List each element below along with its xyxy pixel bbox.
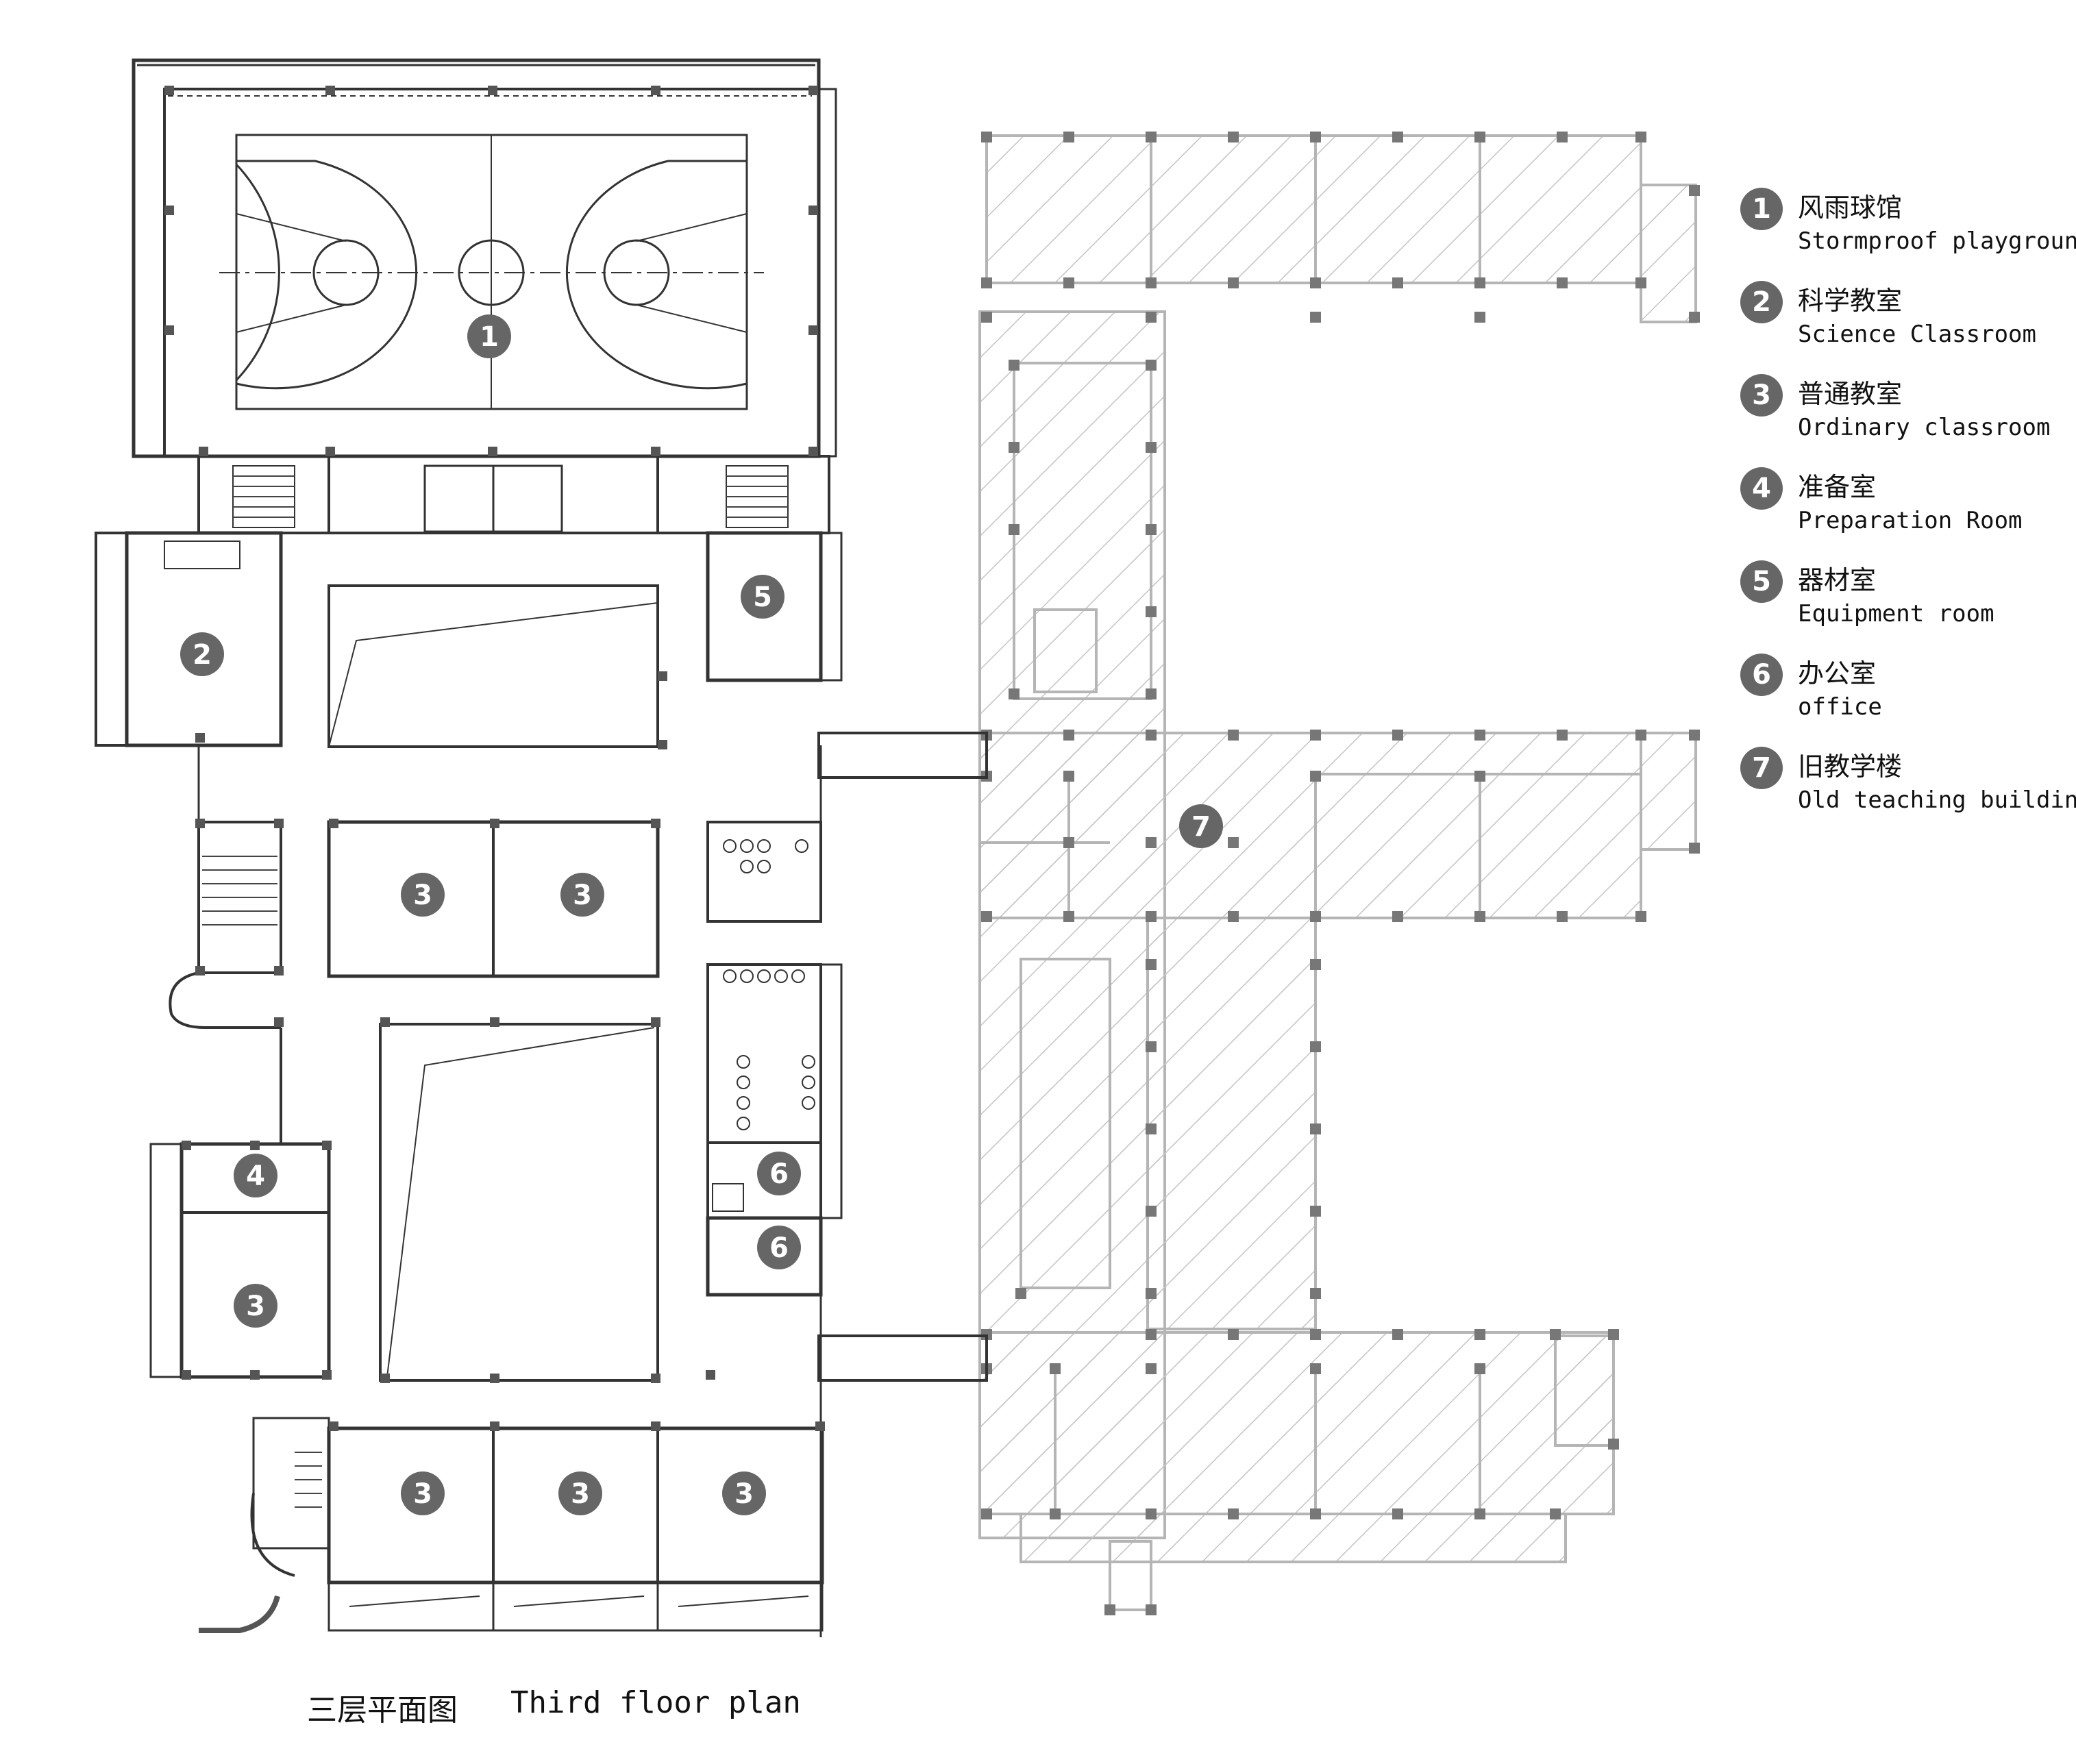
legend-item-5: 5 器材室 Equipment room	[1740, 558, 2069, 651]
svg-text:3: 3	[413, 1478, 432, 1510]
legend-label-en: Equipment room	[1798, 600, 1994, 628]
marker-preparation: 4	[234, 1154, 277, 1197]
marker-classroom-f: 3	[722, 1471, 766, 1515]
marker-science: 2	[180, 632, 224, 676]
legend-label-en: Stormproof playground	[1798, 227, 2076, 255]
legend-label-en: Preparation Room	[1798, 507, 2023, 534]
legend-label-zh: 普通教室	[1798, 379, 1903, 409]
legend-number: 1	[1740, 188, 1783, 230]
marker-office-b: 6	[757, 1226, 801, 1269]
legend-number: 4	[1740, 467, 1783, 510]
legend-label-en: office	[1798, 693, 1882, 721]
marker-playground: 1	[467, 314, 511, 358]
legend-label-zh: 风雨球馆	[1798, 192, 1903, 223]
svg-text:3: 3	[734, 1478, 754, 1510]
legend-item-1: 1 风雨球馆 Stormproof playground	[1740, 185, 2076, 278]
marker-classroom-b: 3	[560, 873, 604, 917]
old-teaching-building	[978, 132, 1700, 1615]
legend-number: 6	[1740, 654, 1783, 696]
legend-label-zh: 科学教室	[1798, 286, 1903, 316]
legend-label-zh: 器材室	[1798, 565, 1877, 595]
legend-item-2: 2 科学教室 Science Classroom	[1740, 278, 2069, 371]
legend-label-en: Science Classroom	[1798, 321, 2036, 348]
svg-text:3: 3	[571, 1478, 590, 1510]
legend-item-3: 3 普通教室 Ordinary classroom	[1740, 371, 2069, 464]
new-building	[95, 58, 988, 1637]
legend-label-zh: 旧教学楼	[1798, 751, 1903, 782]
svg-text:4: 4	[246, 1160, 265, 1192]
legend-label-en: Old teaching building	[1798, 786, 2076, 814]
legend-item-6: 6 办公室 office	[1740, 651, 2069, 744]
legend-label-zh: 办公室	[1798, 658, 1877, 688]
svg-text:5: 5	[753, 582, 772, 613]
svg-text:1: 1	[480, 321, 499, 353]
legend-label-zh: 准备室	[1798, 472, 1877, 502]
marker-classroom-e: 3	[558, 1471, 602, 1515]
marker-old-building: 7	[1179, 804, 1223, 848]
legend-number: 5	[1740, 560, 1783, 603]
svg-text:7: 7	[1191, 811, 1211, 843]
legend-item-7: 7 旧教学楼 Old teaching building	[1740, 744, 2076, 837]
svg-text:3: 3	[413, 880, 432, 911]
room-markers: 1 2 5 3 3 4 3 6	[180, 314, 1223, 1515]
svg-text:3: 3	[573, 880, 592, 911]
marker-classroom-d: 3	[401, 1471, 445, 1515]
marker-classroom-c: 3	[234, 1284, 277, 1328]
legend-label-en: Ordinary classroom	[1798, 414, 2051, 441]
legend-number: 7	[1740, 747, 1783, 789]
marker-equipment: 5	[741, 575, 784, 619]
marker-office-a: 6	[757, 1152, 801, 1195]
svg-text:2: 2	[193, 639, 212, 671]
columns	[164, 86, 825, 1431]
svg-text:3: 3	[246, 1291, 265, 1322]
stair-treads	[202, 475, 788, 1508]
legend-item-4: 4 准备室 Preparation Room	[1740, 464, 2069, 558]
caption-en: Third floor plan	[510, 1685, 801, 1720]
marker-classroom-a: 3	[401, 873, 445, 917]
svg-text:6: 6	[769, 1232, 789, 1264]
svg-text:6: 6	[769, 1158, 789, 1190]
legend-number: 2	[1740, 281, 1783, 323]
legend: 1 风雨球馆 Stormproof playground 2 科学教室 Scie…	[1740, 185, 2076, 837]
caption-zh: 三层平面图	[307, 1693, 458, 1728]
legend-number: 3	[1740, 374, 1783, 417]
